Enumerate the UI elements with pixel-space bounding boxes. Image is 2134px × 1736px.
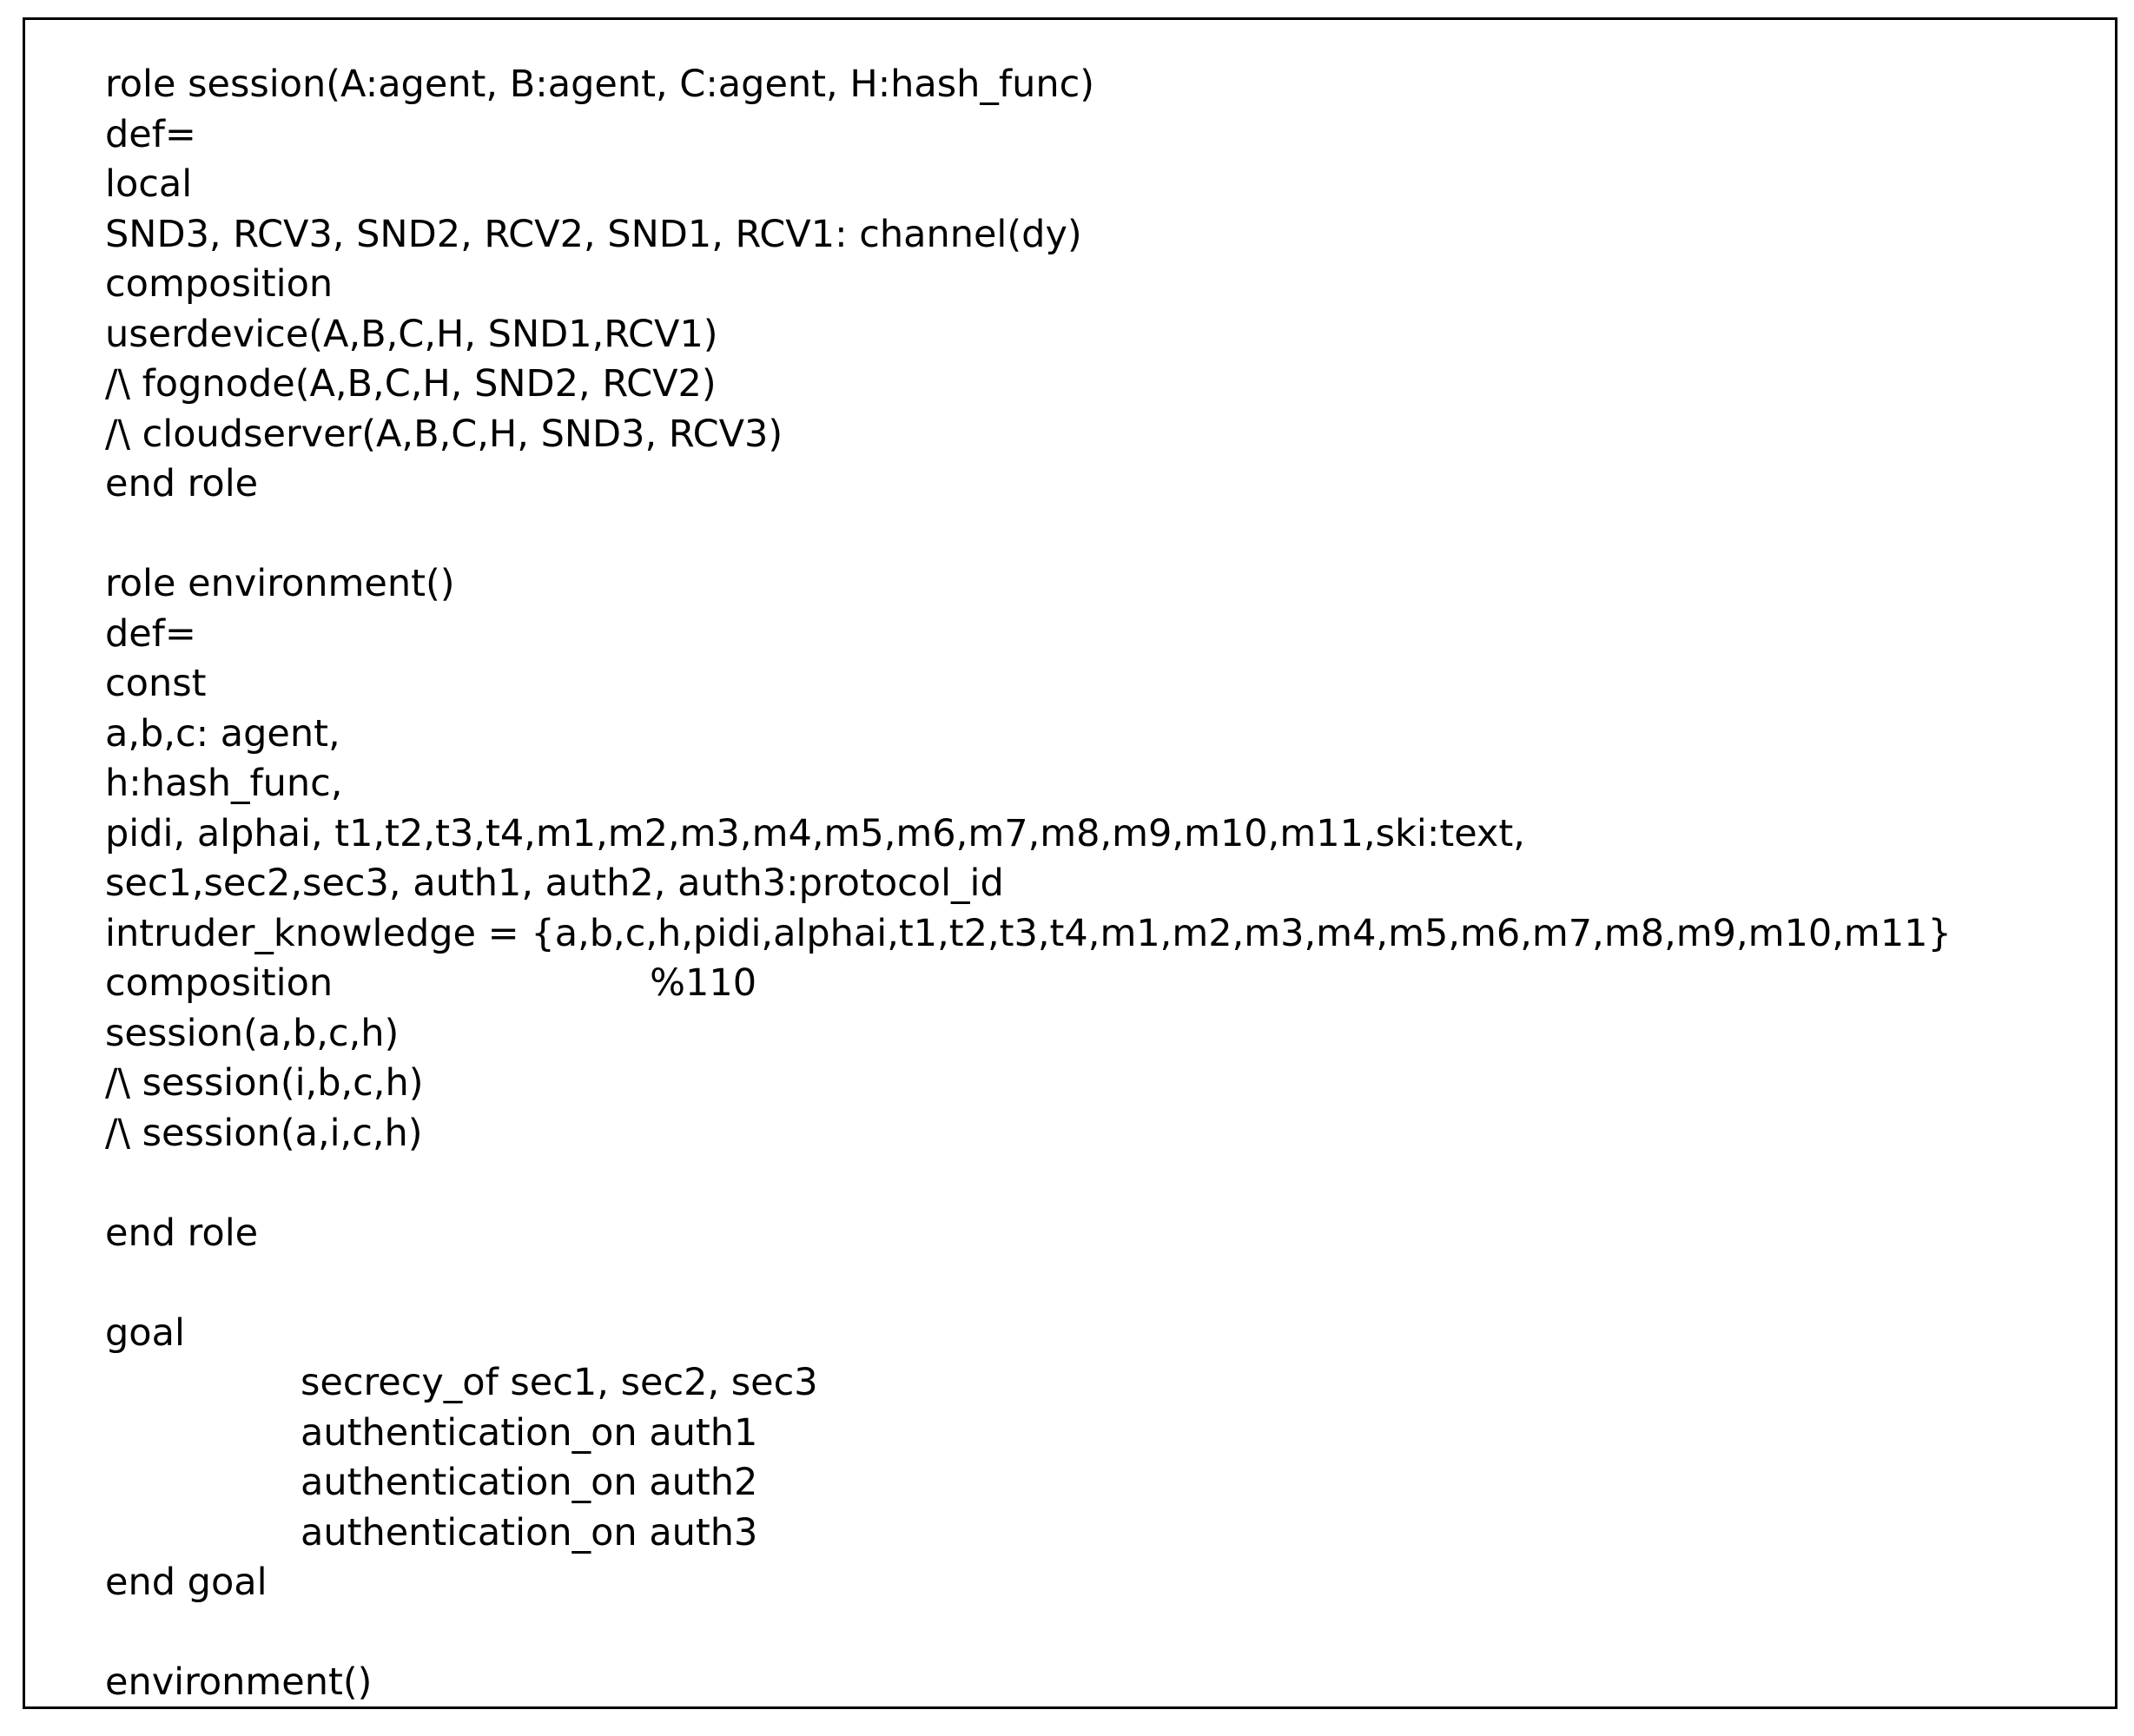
code-line: intruder_knowledge = {a,b,c,h,pidi,alpha… (105, 911, 1952, 955)
code-line: session(a,b,c,h) (105, 1011, 400, 1055)
blank-line (105, 1158, 2120, 1209)
composition-keyword: composition (105, 961, 334, 1005)
code-line: userdevice(A,B,C,H, SND1,RCV1) (105, 312, 718, 356)
code-line: environment() (105, 1660, 373, 1704)
code-line: goal (105, 1310, 185, 1355)
code-line: h:hash_func, (105, 762, 343, 805)
code-line: composition (105, 262, 334, 306)
code-line: def= (105, 611, 196, 656)
code-line: /\ session(i,b,c,h) (105, 1061, 424, 1105)
blank-line (105, 1258, 2120, 1309)
blank-line (105, 1608, 2120, 1659)
code-line: /\ cloudserver(A,B,C,H, SND3, RCV3) (105, 412, 783, 456)
code-line: SND3, RCV3, SND2, RCV2, SND1, RCV1: chan… (105, 212, 1082, 256)
code-line: sec1,sec2,sec3, auth1, auth2, auth3:prot… (105, 861, 1004, 905)
code-line: local (105, 162, 193, 206)
code-line: end role (105, 462, 259, 505)
code-line: a,b,c: agent, (105, 711, 340, 756)
code-line: role environment() (105, 562, 455, 605)
blank-line (105, 510, 2120, 560)
code-line: /\ fognode(A,B,C,H, SND2, RCV2) (105, 362, 717, 406)
code-line: const (105, 662, 207, 705)
code-line: /\ session(a,i,c,h) (105, 1111, 423, 1155)
code-line: pidi, alphai, t1,t2,t3,t4,m1,m2,m3,m4,m5… (105, 811, 1525, 855)
code-line: role session(A:agent, B:agent, C:agent, … (105, 63, 1094, 106)
code-line-indented: secrecy_of sec1, sec2, sec3 (301, 1361, 818, 1404)
code-comment: %110 (650, 961, 757, 1005)
code-line-indented: authentication_on auth2 (301, 1461, 758, 1504)
code-line-composition: composition %110 (105, 959, 2120, 1009)
code-frame: role session(A:agent, B:agent, C:agent, … (23, 17, 2117, 1709)
code-line-indented: authentication_on auth3 (301, 1510, 758, 1554)
code-line: end role (105, 1211, 259, 1255)
code-line-indented: authentication_on auth1 (301, 1410, 758, 1455)
code-line: def= (105, 112, 196, 156)
hlpsl-code-block: role session(A:agent, B:agent, C:agent, … (105, 60, 2120, 1708)
code-line: end goal (105, 1561, 268, 1604)
